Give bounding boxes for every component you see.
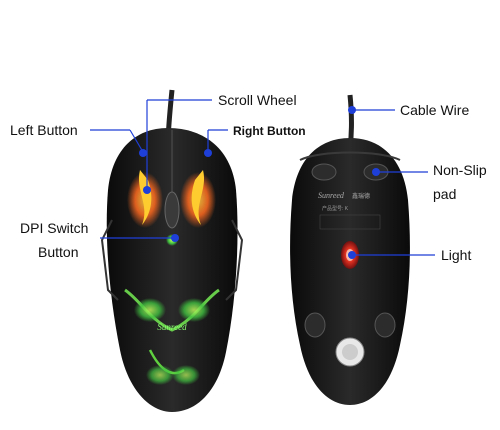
marker-cable-wire — [348, 106, 356, 114]
marker-light — [348, 251, 356, 259]
label-cable-wire: Cable Wire — [400, 102, 470, 118]
label-non-slip-line2: pad — [433, 186, 457, 202]
mouse-bottom-body — [290, 138, 410, 405]
marker-scroll-wheel — [143, 186, 151, 194]
marker-non-slip-pad — [372, 168, 380, 176]
label-dpi-switch-line2: Button — [38, 244, 79, 260]
label-right-button: Right Button — [233, 124, 306, 138]
underside-model: 产品型号: K — [322, 205, 349, 212]
label-dpi-switch-line1: DPI Switch — [20, 220, 89, 236]
label-scroll-wheel: Scroll Wheel — [218, 92, 297, 108]
marker-left-button — [139, 149, 147, 157]
annotations — [90, 99, 435, 259]
label-light: Light — [441, 247, 472, 263]
label-non-slip-line1: Non-Slip — [433, 162, 487, 178]
mouse-bottom-view: Sunreed 鑫瑞德 产品型号: K — [290, 94, 410, 405]
mouse-brand-logo: Sunreed — [157, 322, 187, 332]
marker-right-button — [204, 149, 212, 157]
mouse-top-view: Sunreed — [100, 89, 244, 412]
marker-dpi-switch — [171, 234, 179, 242]
underside-brand: Sunreed — [318, 191, 345, 200]
label-left-button: Left Button — [10, 122, 78, 138]
underside-brand-cn: 鑫瑞德 — [352, 192, 370, 200]
